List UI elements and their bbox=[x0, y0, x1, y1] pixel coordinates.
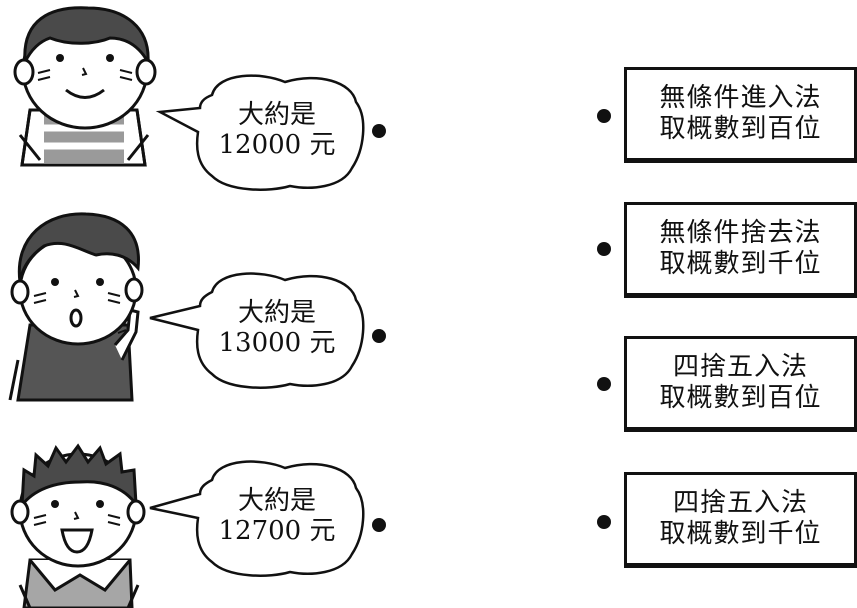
speech-bubble-3: 大約是 12700 元 bbox=[212, 486, 342, 546]
bubble-3-line1: 大約是 bbox=[237, 486, 316, 516]
speech-bubble-1-shape bbox=[155, 74, 365, 191]
option-box-4[interactable]: 四捨五入法 取概數到千位 bbox=[624, 472, 857, 568]
right-dot-3[interactable] bbox=[597, 377, 611, 391]
bubble-3-line2: 12700 元 bbox=[218, 516, 336, 546]
option-box-1[interactable]: 無條件進入法 取概數到百位 bbox=[624, 67, 857, 163]
left-dot-2[interactable] bbox=[372, 329, 386, 343]
speech-bubble-3-shape bbox=[149, 460, 365, 577]
right-dot-4[interactable] bbox=[597, 515, 611, 529]
boy-1-illustration bbox=[13, 6, 157, 167]
right-dot-1[interactable] bbox=[597, 109, 611, 123]
bubble-1-line2: 12000 元 bbox=[218, 130, 336, 160]
right-dot-2[interactable] bbox=[597, 242, 611, 256]
speech-bubble-2-shape bbox=[149, 272, 365, 389]
option-2-line2: 取概數到千位 bbox=[659, 249, 822, 279]
option-4-line2: 取概數到千位 bbox=[659, 519, 822, 549]
option-1-line1: 無條件進入法 bbox=[659, 83, 822, 113]
left-dot-1[interactable] bbox=[372, 124, 386, 138]
boy-2-illustration bbox=[8, 212, 144, 402]
speech-bubble-1: 大約是 12000 元 bbox=[212, 100, 342, 160]
option-3-line2: 取概數到百位 bbox=[659, 383, 822, 413]
option-4-line1: 四捨五入法 bbox=[672, 488, 808, 518]
bubble-2-line1: 大約是 bbox=[237, 298, 316, 328]
option-3-line1: 四捨五入法 bbox=[672, 352, 808, 382]
option-box-3[interactable]: 四捨五入法 取概數到百位 bbox=[624, 336, 857, 432]
bubble-1-line1: 大約是 bbox=[237, 100, 316, 130]
option-2-line1: 無條件捨去法 bbox=[659, 218, 822, 248]
speech-bubble-2: 大約是 13000 元 bbox=[212, 298, 342, 358]
option-box-2[interactable]: 無條件捨去法 取概數到千位 bbox=[624, 202, 857, 298]
option-1-line2: 取概數到百位 bbox=[659, 114, 822, 144]
bubble-2-line2: 13000 元 bbox=[218, 328, 336, 358]
boy-3-illustration bbox=[10, 443, 146, 608]
left-dot-3[interactable] bbox=[372, 518, 386, 532]
